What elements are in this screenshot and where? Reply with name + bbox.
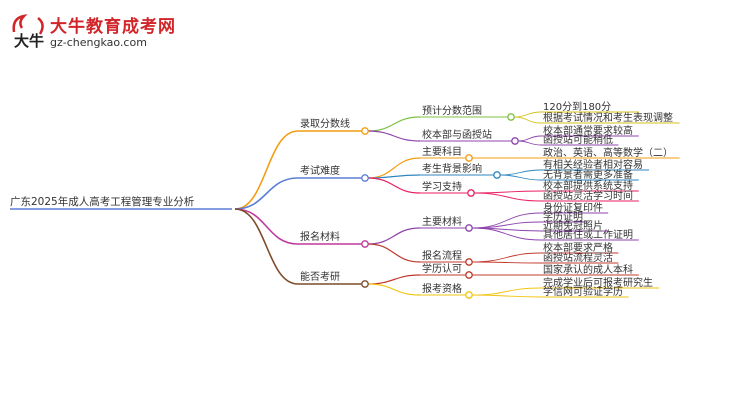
leaf-edge — [513, 116, 542, 124]
leaf-edge — [473, 192, 542, 202]
leaf-edge — [471, 261, 542, 264]
sub-node[interactable]: 报考资格 — [422, 282, 462, 295]
branch-connector-dot — [361, 174, 369, 182]
branch-node[interactable]: 能否考研 — [300, 270, 340, 283]
sub-node[interactable]: 报名流程 — [422, 249, 462, 262]
sub-edge — [367, 243, 421, 263]
sub-node[interactable]: 主要科目 — [422, 145, 462, 158]
branch-node[interactable]: 录取分数线 — [300, 117, 350, 130]
sub-node[interactable]: 主要材料 — [422, 215, 462, 228]
leaf-edge — [517, 135, 542, 142]
sub-edge — [367, 116, 421, 132]
branch-connector-dot — [361, 280, 369, 288]
sub-connector-dot — [465, 154, 473, 162]
sub-connector-dot — [507, 113, 515, 121]
sub-connector-dot — [465, 291, 473, 299]
leaf-edge — [473, 190, 542, 194]
leaf-edge — [499, 169, 542, 176]
leaf-node[interactable]: 学历证明 — [543, 210, 583, 223]
leaf-edge — [499, 174, 542, 181]
leaf-edge — [471, 294, 542, 298]
sub-connector-dot — [511, 137, 519, 145]
branch-edge — [234, 208, 299, 245]
leaf-node[interactable]: 根据考试情况和考生表现调整 — [543, 111, 673, 124]
leaf-node[interactable]: 身份证复印件 — [543, 201, 603, 214]
sub-edge — [367, 177, 421, 194]
mind-map-nodes: 广东2025年成人高考工程管理专业分析 录取分数线 预计分数范围 120分到180分根… — [10, 101, 673, 299]
sub-connector-dot — [465, 224, 473, 232]
branch-edge — [234, 208, 299, 285]
svg-text:大牛: 大牛 — [14, 32, 44, 50]
leaf-node[interactable]: 其他居住或工作证明 — [543, 228, 633, 241]
sub-node[interactable]: 学习支持 — [422, 180, 462, 193]
sub-node[interactable]: 校本部与函授站 — [422, 128, 492, 141]
root-node[interactable]: 广东2025年成人高考工程管理专业分析 — [10, 195, 195, 208]
leaf-node[interactable]: 校本部提供系统支持 — [543, 179, 633, 192]
leaf-node[interactable]: 函授站可能稍低 — [543, 133, 613, 146]
leaf-node[interactable]: 政治、英语、高等数学（二） — [543, 146, 673, 159]
sub-edge — [367, 283, 421, 296]
leaf-edge — [471, 227, 542, 241]
branch-node[interactable]: 报名材料 — [300, 230, 340, 243]
branch-connector-dot — [361, 127, 369, 135]
sub-edge — [367, 274, 421, 285]
leaf-node[interactable]: 校本部要求严格 — [543, 241, 613, 254]
leaf-node[interactable]: 校本部通常要求较高 — [543, 124, 633, 137]
site-logo[interactable]: 大牛 大牛教育成考网 gz-chengkao.com — [8, 10, 175, 54]
leaf-node[interactable]: 有相关经验者相对容易 — [543, 158, 643, 171]
leaf-node[interactable]: 函授站灵活学习时间 — [543, 189, 633, 202]
bull-logo-icon: 大牛 — [12, 14, 44, 50]
leaf-edge — [471, 212, 542, 229]
leaf-edge — [471, 252, 542, 263]
sub-connector-dot — [465, 271, 473, 279]
leaf-edge — [517, 140, 542, 146]
site-name: 大牛教育成考网 — [50, 17, 176, 37]
sub-connector-dot — [465, 258, 473, 266]
sub-edge — [367, 130, 421, 142]
branch-connector-dot — [361, 240, 369, 248]
leaf-node[interactable]: 120分到180分 — [543, 101, 611, 113]
branch-edge — [234, 130, 299, 210]
site-url: gz-chengkao.com — [50, 36, 147, 49]
leaf-edge — [471, 287, 542, 296]
sub-node[interactable]: 考生背景影响 — [422, 162, 482, 175]
leaf-node[interactable]: 函授站流程灵活 — [543, 251, 613, 264]
leaf-node[interactable]: 近期免冠照片 — [543, 219, 603, 232]
leaf-node[interactable]: 完成学业后可报考研究生 — [543, 276, 653, 289]
mind-map-edges — [10, 111, 680, 298]
sub-connector-dot — [467, 189, 475, 197]
leaf-node[interactable]: 无背景者需更多准备 — [543, 168, 633, 181]
leaf-edge — [513, 111, 542, 118]
leaf-node[interactable]: 学信网可验证学历 — [543, 285, 623, 298]
sub-node[interactable]: 学历认可 — [422, 262, 462, 275]
branch-edge — [234, 177, 299, 210]
leaf-node[interactable]: 国家承认的成人本科 — [543, 263, 633, 276]
branch-node[interactable]: 考试难度 — [300, 164, 340, 177]
sub-node[interactable]: 预计分数范围 — [422, 104, 482, 117]
sub-connector-dot — [493, 171, 501, 179]
sub-edge — [367, 174, 421, 179]
sub-edge — [367, 227, 421, 245]
